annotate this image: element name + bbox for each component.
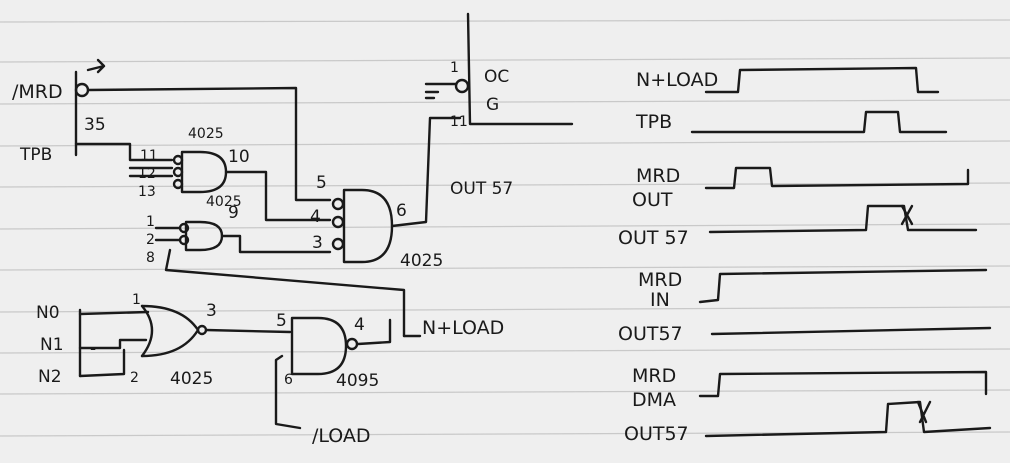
- n1-label: N1: [40, 335, 64, 355]
- timing-row-label: N+LOAD: [636, 69, 718, 91]
- schematic-labels: /MRD TPB 35 11 12 13 4025 10 4025 1 2 8 …: [12, 60, 513, 447]
- timing-row-label: OUT57: [618, 323, 683, 345]
- pin-9-label: 9: [228, 203, 239, 223]
- mrd-input-label: /MRD: [12, 81, 63, 103]
- nand-pin-6-label: 6: [284, 372, 293, 388]
- timing-row-label: TPB: [635, 111, 672, 133]
- chip-top-and-label: 4025: [188, 126, 224, 142]
- pin-5-label: 5: [316, 173, 327, 193]
- chip-nand-label: 4095: [336, 371, 379, 391]
- pin-4-label: 4: [310, 207, 321, 227]
- pin-13-label: 13: [138, 184, 156, 200]
- timing-row-label: MRD: [638, 269, 682, 291]
- pin-1-label: 1: [146, 214, 155, 230]
- oc-pin-11-label: 11: [450, 114, 468, 130]
- timing-row-label: OUT 57: [618, 227, 689, 249]
- oc-pin-1-label: 1: [450, 60, 459, 76]
- pin-6-label: 6: [396, 201, 407, 221]
- oc-label: OC: [484, 67, 509, 87]
- chip-small-and-label: 4025: [206, 194, 242, 210]
- tpb-input-label: TPB: [19, 145, 52, 165]
- timing-labels: N+LOAD TPB MRD OUT OUT 57 MRD IN OUT57 M…: [618, 69, 718, 445]
- pin-11-label: 11: [140, 148, 158, 164]
- nxload-label: N+LOAD: [422, 317, 504, 339]
- timing-row-label: IN: [650, 289, 670, 311]
- nor-pin-1-label: 1: [132, 292, 141, 308]
- timing-waveforms: [690, 66, 992, 438]
- nand-pin-5-label: 5: [276, 311, 287, 331]
- out57-label: OUT 57: [450, 179, 513, 199]
- n1-dash-label: -: [90, 339, 96, 359]
- nor-pin-2-label: 2: [130, 370, 139, 386]
- timing-row-label: DMA: [632, 389, 676, 411]
- pin-12-label: 12: [138, 166, 156, 182]
- pin-10-label: 10: [228, 147, 250, 167]
- schematic-wires: [74, 12, 574, 430]
- n0-label: N0: [36, 303, 60, 323]
- pin-8-label: 8: [146, 250, 155, 266]
- timing-row-label: MRD: [632, 365, 676, 387]
- timing-row-label: OUT: [632, 189, 673, 211]
- chip-big-and-label: 4025: [400, 251, 443, 271]
- g-label: G: [486, 95, 499, 115]
- nand-pin-4-label: 4: [354, 315, 365, 335]
- nor-pin-3-label: 3: [206, 301, 217, 321]
- iload-label: /LOAD: [312, 425, 371, 447]
- timing-row-label: MRD: [636, 165, 680, 187]
- pin-2-label: 2: [146, 232, 155, 248]
- pin-35-label: 35: [84, 115, 106, 135]
- n2-label: N2: [38, 367, 62, 387]
- pin-3-label: 3: [312, 233, 323, 253]
- timing-row-label: OUT57: [624, 423, 689, 445]
- chip-nor3-label: 4025: [170, 369, 213, 389]
